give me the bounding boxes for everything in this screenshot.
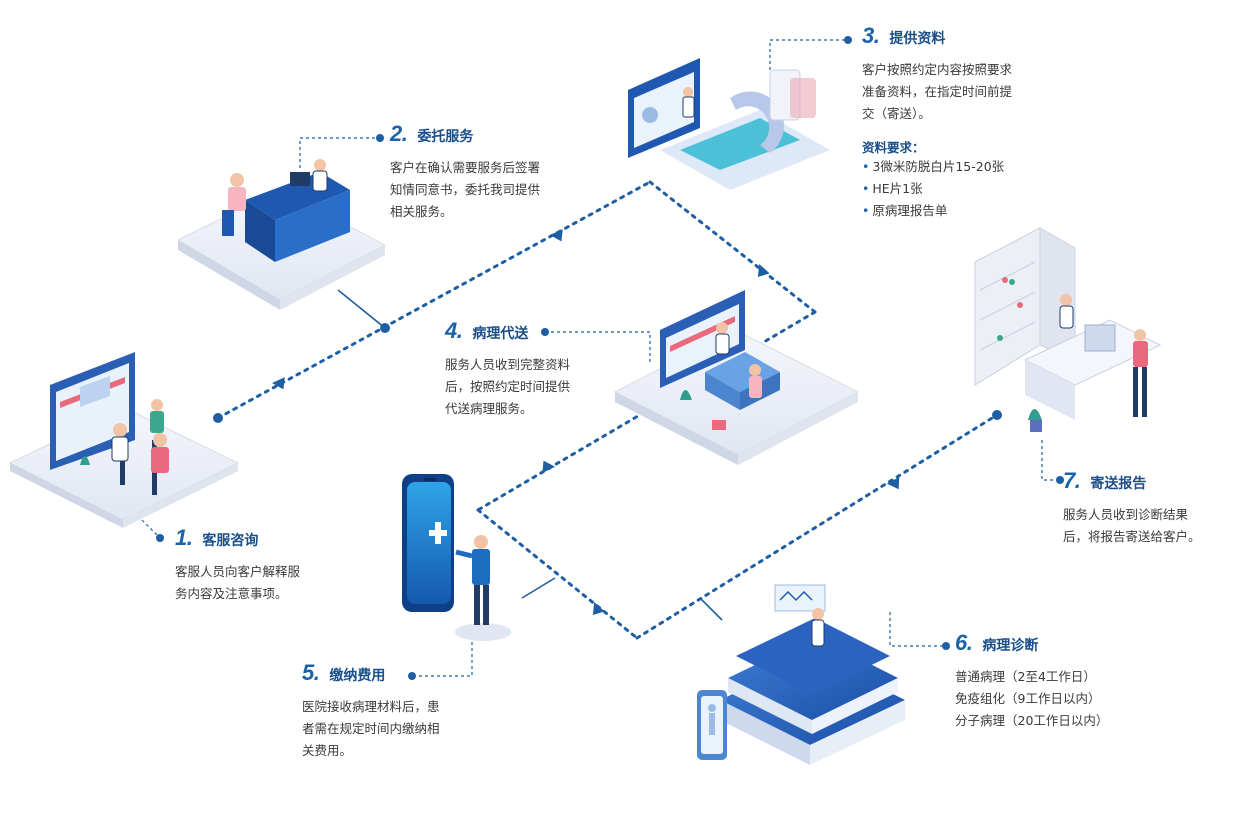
medical-scanner-scene [628, 58, 830, 190]
step-number: 5. [302, 660, 320, 685]
step-3: 3. 提供资料 客户按照约定内容按照要求 准备资料，在指定时间前提 交（寄送）。… [862, 23, 1062, 222]
step-title: 客服咨询 [202, 533, 259, 549]
consultation-desk-scene [176, 159, 387, 310]
step-description: 客户在确认需要服务后签署 知情同意书，委托我司提供 相关服务。 [390, 160, 541, 219]
reception-scene [613, 290, 860, 465]
step-description: 服务人员收到诊断结果 后，将报告寄送给客户。 [1063, 507, 1201, 544]
step-4: 4. 病理代送 服务人员收到完整资料 后，按照约定时间提供 代送病理服务。 [445, 318, 625, 420]
step-2: 2. 委托服务 客户在确认需要服务后签署 知情同意书，委托我司提供 相关服务。 [390, 121, 590, 223]
step-title: 病理代送 [472, 326, 529, 342]
step-number: 6. [955, 630, 973, 655]
mobile-payment-scene [402, 474, 511, 641]
step-6: 6. 病理诊断 普通病理（2至4工作日） 免疫组化（9工作日以内） 分子病理（2… [955, 630, 1155, 732]
requirements-title: 资料要求： [862, 140, 925, 155]
step-description: 普通病理（2至4工作日） 免疫组化（9工作日以内） 分子病理（20工作日以内） [955, 669, 1109, 728]
flow-arrows [272, 229, 900, 615]
step-title: 病理诊断 [982, 638, 1039, 654]
step-7: 7. 寄送报告 服务人员收到诊断结果 后，将报告寄送给客户。 [1063, 468, 1233, 548]
step-5: 5. 缴纳费用 医院接收病理材料后，患 者需在规定时间内缴纳相 关费用。 [302, 660, 492, 762]
step-title: 委托服务 [417, 129, 474, 145]
step-number: 2. [390, 121, 408, 146]
step-description: 客户按照约定内容按照要求 准备资料，在指定时间前提 交（寄送）。 [862, 62, 1013, 121]
step-description: 服务人员收到完整资料 后，按照约定时间提供 代送病理服务。 [445, 357, 571, 416]
step-1: 1. 客服咨询 客服人员向客户解释服 务内容及注意事项。 [175, 525, 345, 605]
customer-service-scene [8, 352, 240, 528]
step-number: 3. [862, 23, 880, 48]
step-title: 寄送报告 [1090, 476, 1147, 492]
step-number: 4. [445, 318, 463, 343]
step-title: 提供资料 [889, 31, 946, 47]
step-number: 1. [175, 525, 193, 550]
step-description: 客服人员向客户解释服 务内容及注意事项。 [175, 564, 301, 601]
requirements-list: •3微米防脱白片15-20张 •HE片1张 •原病理报告单 [862, 159, 1005, 218]
leader-lines [141, 39, 1060, 677]
pharmacy-office-scene [974, 227, 1162, 432]
step-description: 医院接收病理材料后，患 者需在规定时间内缴纳相 关费用。 [302, 699, 440, 758]
step-title: 缴纳费用 [329, 668, 386, 684]
diagnosis-platform-scene [697, 584, 905, 765]
step-number: 7. [1063, 468, 1081, 493]
node-dot [213, 413, 223, 423]
node-dot [992, 410, 1002, 420]
